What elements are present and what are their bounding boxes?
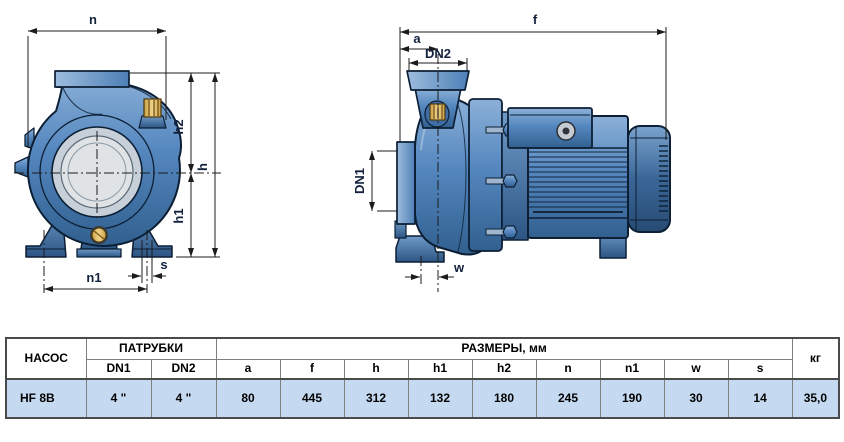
cell-h: 312	[343, 378, 409, 419]
header-ports: ПАТРУБКИ	[85, 337, 217, 360]
cell-pump-model: HF 8B	[5, 378, 87, 419]
suction-flange	[396, 141, 416, 225]
brass-drain-plug	[90, 226, 108, 244]
header-weight: кг	[791, 337, 840, 380]
cell-h1: 132	[407, 378, 473, 419]
brass-plug-top	[138, 98, 167, 129]
cell-a: 80	[215, 378, 281, 419]
pump-spec-table: НАСОС ПАТРУБКИ РАЗМЕРЫ, мм кг DN1 DN2 a …	[5, 337, 841, 419]
cell-f: 445	[279, 378, 345, 419]
dim-label-h: h	[195, 163, 210, 171]
dim-label-s: s	[160, 257, 167, 272]
header-h2: h2	[471, 359, 537, 380]
front-view-drawing: n h2 h1 h s n1	[14, 12, 221, 293]
dim-label-n: n	[89, 12, 97, 27]
cell-w: 30	[663, 378, 729, 419]
cell-kg: 35,0	[791, 378, 840, 419]
header-dn2: DN2	[150, 359, 217, 380]
cell-dn2: 4 "	[150, 378, 217, 419]
header-h1: h1	[407, 359, 473, 380]
cell-n: 245	[535, 378, 601, 419]
dim-label-dn1: DN1	[352, 168, 367, 194]
dim-label-h1: h1	[171, 208, 186, 223]
header-w: w	[663, 359, 729, 380]
lifting-eyebolt	[556, 121, 576, 141]
dim-label-h2: h2	[171, 119, 186, 134]
pump-technical-drawing: n h2 h1 h s n1	[14, 12, 671, 293]
header-dn1: DN1	[85, 359, 152, 380]
side-view-drawing: f a DN2 DN1 w	[352, 12, 671, 292]
dim-label-a: a	[413, 31, 421, 46]
header-n: n	[535, 359, 601, 380]
header-s: s	[727, 359, 793, 380]
table-row: HF 8B 4 " 4 " 80 445 312 132 180 245 190…	[5, 378, 840, 419]
header-a: a	[215, 359, 281, 380]
spec-table-container: НАСОС ПАТРУБКИ РАЗМЕРЫ, мм кг DN1 DN2 a …	[5, 337, 841, 419]
header-f: f	[279, 359, 345, 380]
header-h: h	[343, 359, 409, 380]
dimension-dn2	[408, 58, 468, 71]
dim-label-w: w	[453, 260, 465, 275]
discharge-flange-front	[54, 70, 130, 88]
cell-n1: 190	[599, 378, 665, 419]
dim-label-dn2: DN2	[425, 46, 451, 61]
dimension-n	[27, 28, 167, 148]
cell-h2: 180	[471, 378, 537, 419]
casing-rear-flange	[468, 98, 503, 252]
cell-dn1: 4 "	[85, 378, 152, 419]
header-pump: НАСОС	[5, 337, 87, 380]
cell-s: 14	[727, 378, 793, 419]
dim-label-f: f	[533, 12, 538, 27]
fan-cover	[627, 125, 671, 233]
header-dimensions: РАЗМЕРЫ, мм	[215, 337, 793, 360]
motor-fins	[528, 151, 628, 213]
header-n1: n1	[599, 359, 665, 380]
dimension-n1-s	[43, 230, 166, 293]
dimension-dn1	[369, 150, 398, 212]
terminal-box	[507, 107, 593, 149]
dimension-h-group	[130, 72, 220, 258]
dim-label-n1: n1	[86, 270, 101, 285]
